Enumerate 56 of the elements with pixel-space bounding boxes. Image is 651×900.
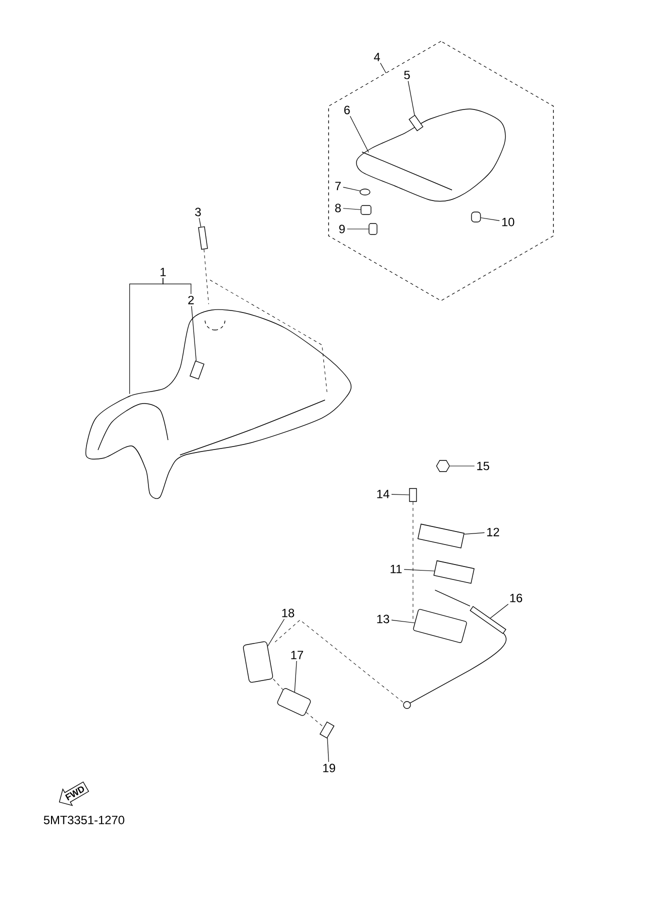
washer [360, 188, 370, 196]
leader-line [342, 208, 361, 210]
leader-line [306, 712, 324, 728]
leader-line [412, 502, 416, 620]
leader-line [408, 80, 415, 116]
leader-line [391, 494, 410, 496]
plate [418, 524, 464, 548]
rear-seat-drawing [356, 108, 506, 202]
callout-number: 6 [344, 106, 350, 114]
leader-line [191, 306, 197, 362]
callout-number: 5 [404, 70, 410, 80]
leader-line [404, 569, 435, 572]
leader-line [267, 618, 285, 646]
cable-drawing [403, 590, 506, 709]
callout-number: 16 [510, 594, 522, 602]
leader-line [350, 116, 369, 153]
callout-number: 3 [195, 208, 201, 216]
bolt [436, 460, 450, 472]
callout-number: 4 [374, 52, 380, 62]
leader-line [490, 604, 509, 618]
callout-number: 17 [291, 650, 304, 660]
leader-line [464, 532, 485, 535]
leader-line [380, 62, 386, 74]
leader-line [342, 186, 360, 192]
callout-number: 8 [335, 204, 341, 212]
callout-number: 2 [188, 296, 194, 304]
callout-number: 18 [282, 608, 294, 618]
callout-number: 12 [487, 528, 500, 536]
leader-line [294, 660, 297, 692]
bolt [368, 223, 378, 235]
kit-outline [328, 40, 554, 302]
callout-number: 19 [323, 764, 336, 772]
leader-line [198, 218, 202, 228]
grommet [360, 205, 372, 215]
callout-number: 13 [377, 614, 390, 624]
leader-line [273, 678, 284, 690]
callout-number: 1 [160, 268, 166, 276]
seat-strap [408, 114, 424, 132]
leader-line [346, 228, 369, 230]
callout-number: 14 [377, 490, 390, 498]
seat-drawing [86, 309, 352, 499]
screw [409, 488, 417, 502]
callout-number: 9 [339, 224, 345, 234]
leader-line [327, 738, 329, 762]
damper [471, 212, 481, 222]
callout-number: 7 [335, 182, 341, 190]
bracket [243, 641, 273, 683]
bolt [198, 226, 208, 250]
callout-number: 10 [502, 218, 514, 226]
leader-line [480, 217, 500, 221]
leader-line [391, 620, 415, 624]
callout-number: 15 [477, 462, 490, 470]
leader-line [162, 278, 192, 294]
leader-line [204, 249, 209, 304]
callout-number: 11 [390, 564, 402, 574]
lock-cylinder [277, 688, 311, 716]
